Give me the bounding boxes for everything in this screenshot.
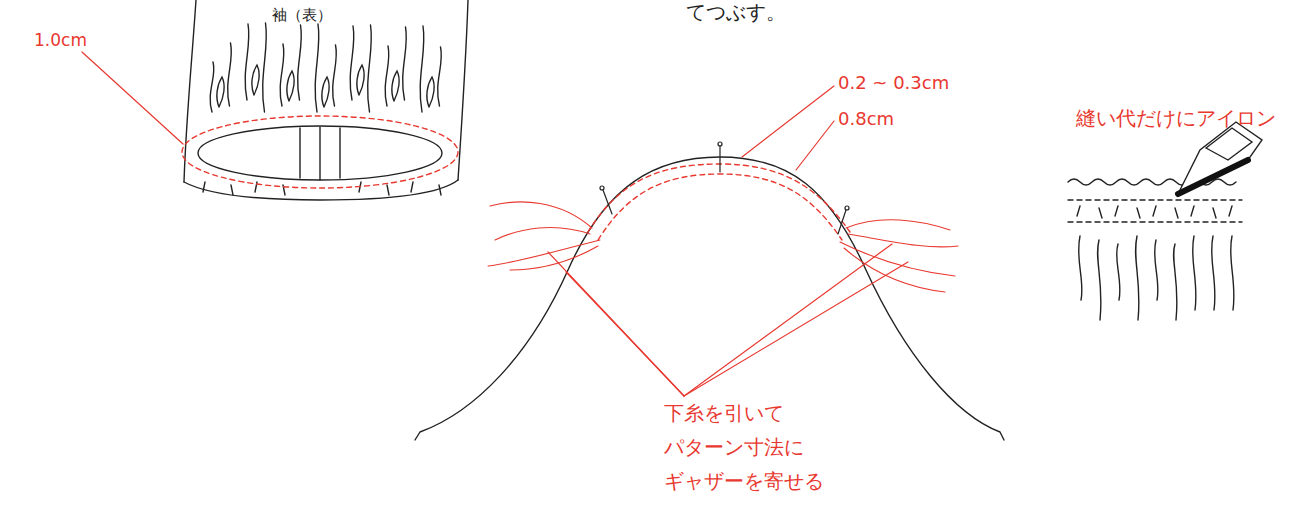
- hem-opening: [198, 126, 442, 180]
- stitch-line: [1068, 221, 1242, 222]
- wrinkle: [438, 47, 442, 106]
- wrinkle: [411, 182, 413, 192]
- sleeve-hem-figure: [82, 0, 468, 200]
- wrinkle: [1077, 206, 1080, 216]
- wrinkle: [322, 77, 329, 107]
- wrinkle: [228, 43, 232, 106]
- stitch-line: [598, 174, 842, 240]
- wrinkle: [427, 77, 434, 107]
- wrinkle: [287, 71, 294, 101]
- wrinkle: [245, 24, 249, 100]
- wrinkle: [1079, 236, 1082, 300]
- note-label: 縫い代だけにアイロン: [1076, 106, 1276, 130]
- wrinkle: [420, 26, 424, 112]
- iron-figure: [1068, 122, 1262, 320]
- wrinkle: [1175, 208, 1178, 218]
- wrinkle: [1174, 244, 1177, 320]
- wrinkle: [1117, 244, 1120, 300]
- wrinkle: [333, 45, 337, 106]
- wrinkle: [210, 62, 214, 112]
- dimension-label: 0.8cm: [838, 108, 894, 130]
- wrinkle: [263, 23, 267, 112]
- dimension-label: 0.2 ~ 0.3cm: [838, 72, 949, 94]
- stitch-line: [1068, 199, 1242, 200]
- dimension-label: 1.0cm: [34, 30, 87, 50]
- wrinkle: [385, 46, 389, 106]
- wrinkle: [203, 182, 205, 192]
- wrinkle: [350, 26, 354, 100]
- leader-line: [548, 86, 908, 396]
- pins: [600, 142, 849, 234]
- wrinkle: [439, 185, 441, 195]
- wrinkle: [315, 24, 319, 112]
- wrinkle: [1191, 206, 1194, 216]
- stitch-line: [182, 116, 458, 188]
- gather-wrinkles: [1077, 206, 1234, 320]
- wrinkle: [1136, 236, 1139, 320]
- wrinkle: [298, 25, 302, 100]
- wrinkle: [252, 65, 259, 95]
- wrinkle: [1229, 206, 1232, 216]
- sleeve-side: [184, 0, 196, 182]
- hem-edge: [184, 180, 458, 200]
- wrinkle: [1153, 206, 1156, 216]
- wrinkle: [231, 185, 233, 195]
- sleeve-side: [458, 0, 468, 180]
- wrinkle: [368, 25, 372, 112]
- wrinkle: [1193, 236, 1196, 310]
- wrinkle: [1098, 240, 1101, 320]
- instruction-text: てつぶす。: [686, 0, 786, 24]
- wrinkle: [357, 65, 364, 95]
- wrinkle: [1213, 208, 1216, 218]
- wrinkle: [280, 44, 284, 106]
- wrinkle: [403, 27, 407, 100]
- wrinkle: [1155, 240, 1158, 300]
- wrinkle: [1137, 208, 1140, 218]
- iron: [1178, 122, 1262, 194]
- gather-wrinkles: [203, 23, 441, 195]
- wrinkle: [1099, 208, 1102, 218]
- sleeve-cap-outline: [415, 157, 1004, 440]
- wrinkle: [392, 71, 399, 101]
- sleeve-cap-figure: [415, 86, 1004, 440]
- wrinkle: [1212, 236, 1215, 310]
- part-name: 袖（表）: [272, 6, 332, 24]
- wrinkle: [1115, 206, 1118, 216]
- note-label: 下糸を引いて パターン寸法に ギャザーを寄せる: [664, 396, 864, 498]
- wrinkle: [1231, 236, 1234, 310]
- leader-line: [82, 52, 183, 144]
- wrinkle: [387, 185, 389, 195]
- seam-lines: [300, 127, 340, 180]
- wrinkle: [217, 77, 224, 107]
